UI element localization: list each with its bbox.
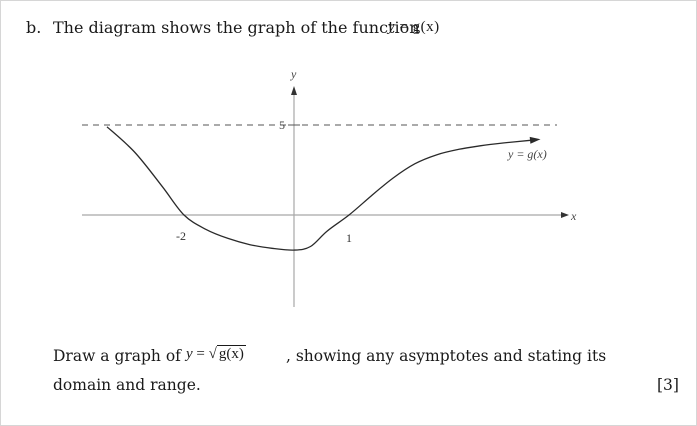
asymptote-label: 5 [279, 118, 285, 132]
sqrt-eq: = [192, 346, 209, 362]
prompt-line2: domain and range. [53, 376, 201, 394]
sqrt-lhs: y [186, 346, 193, 362]
x-axis-label: x [570, 209, 577, 223]
marks-label: [3] [657, 376, 679, 394]
y-axis-arrow [291, 86, 297, 95]
function-expression: y = g(x) [388, 19, 440, 36]
sqrt-radicand: g(x) [216, 345, 246, 362]
x-tick-label-1: 1 [346, 231, 352, 245]
y-axis-label: y [290, 67, 297, 81]
curve-g [106, 126, 531, 251]
x-tick-label-neg2: -2 [176, 229, 186, 243]
function-rhs: g(x) [412, 19, 440, 35]
question-label: b. [26, 18, 42, 37]
question-text: The diagram shows the graph of the funct… [53, 18, 420, 37]
sqrt-symbol: √ [208, 346, 217, 362]
prompt-line1-start: Draw a graph of [53, 347, 181, 365]
sqrt-expression: y = √g(x) [186, 345, 246, 363]
prompt-line1-end: , showing any asymptotes and stating its [286, 347, 607, 365]
curve-arrow [529, 136, 541, 144]
curve-label: y = g(x) [507, 147, 547, 161]
function-eq: = [395, 19, 413, 35]
function-lhs: y [388, 19, 396, 35]
x-axis-arrow [561, 212, 569, 218]
